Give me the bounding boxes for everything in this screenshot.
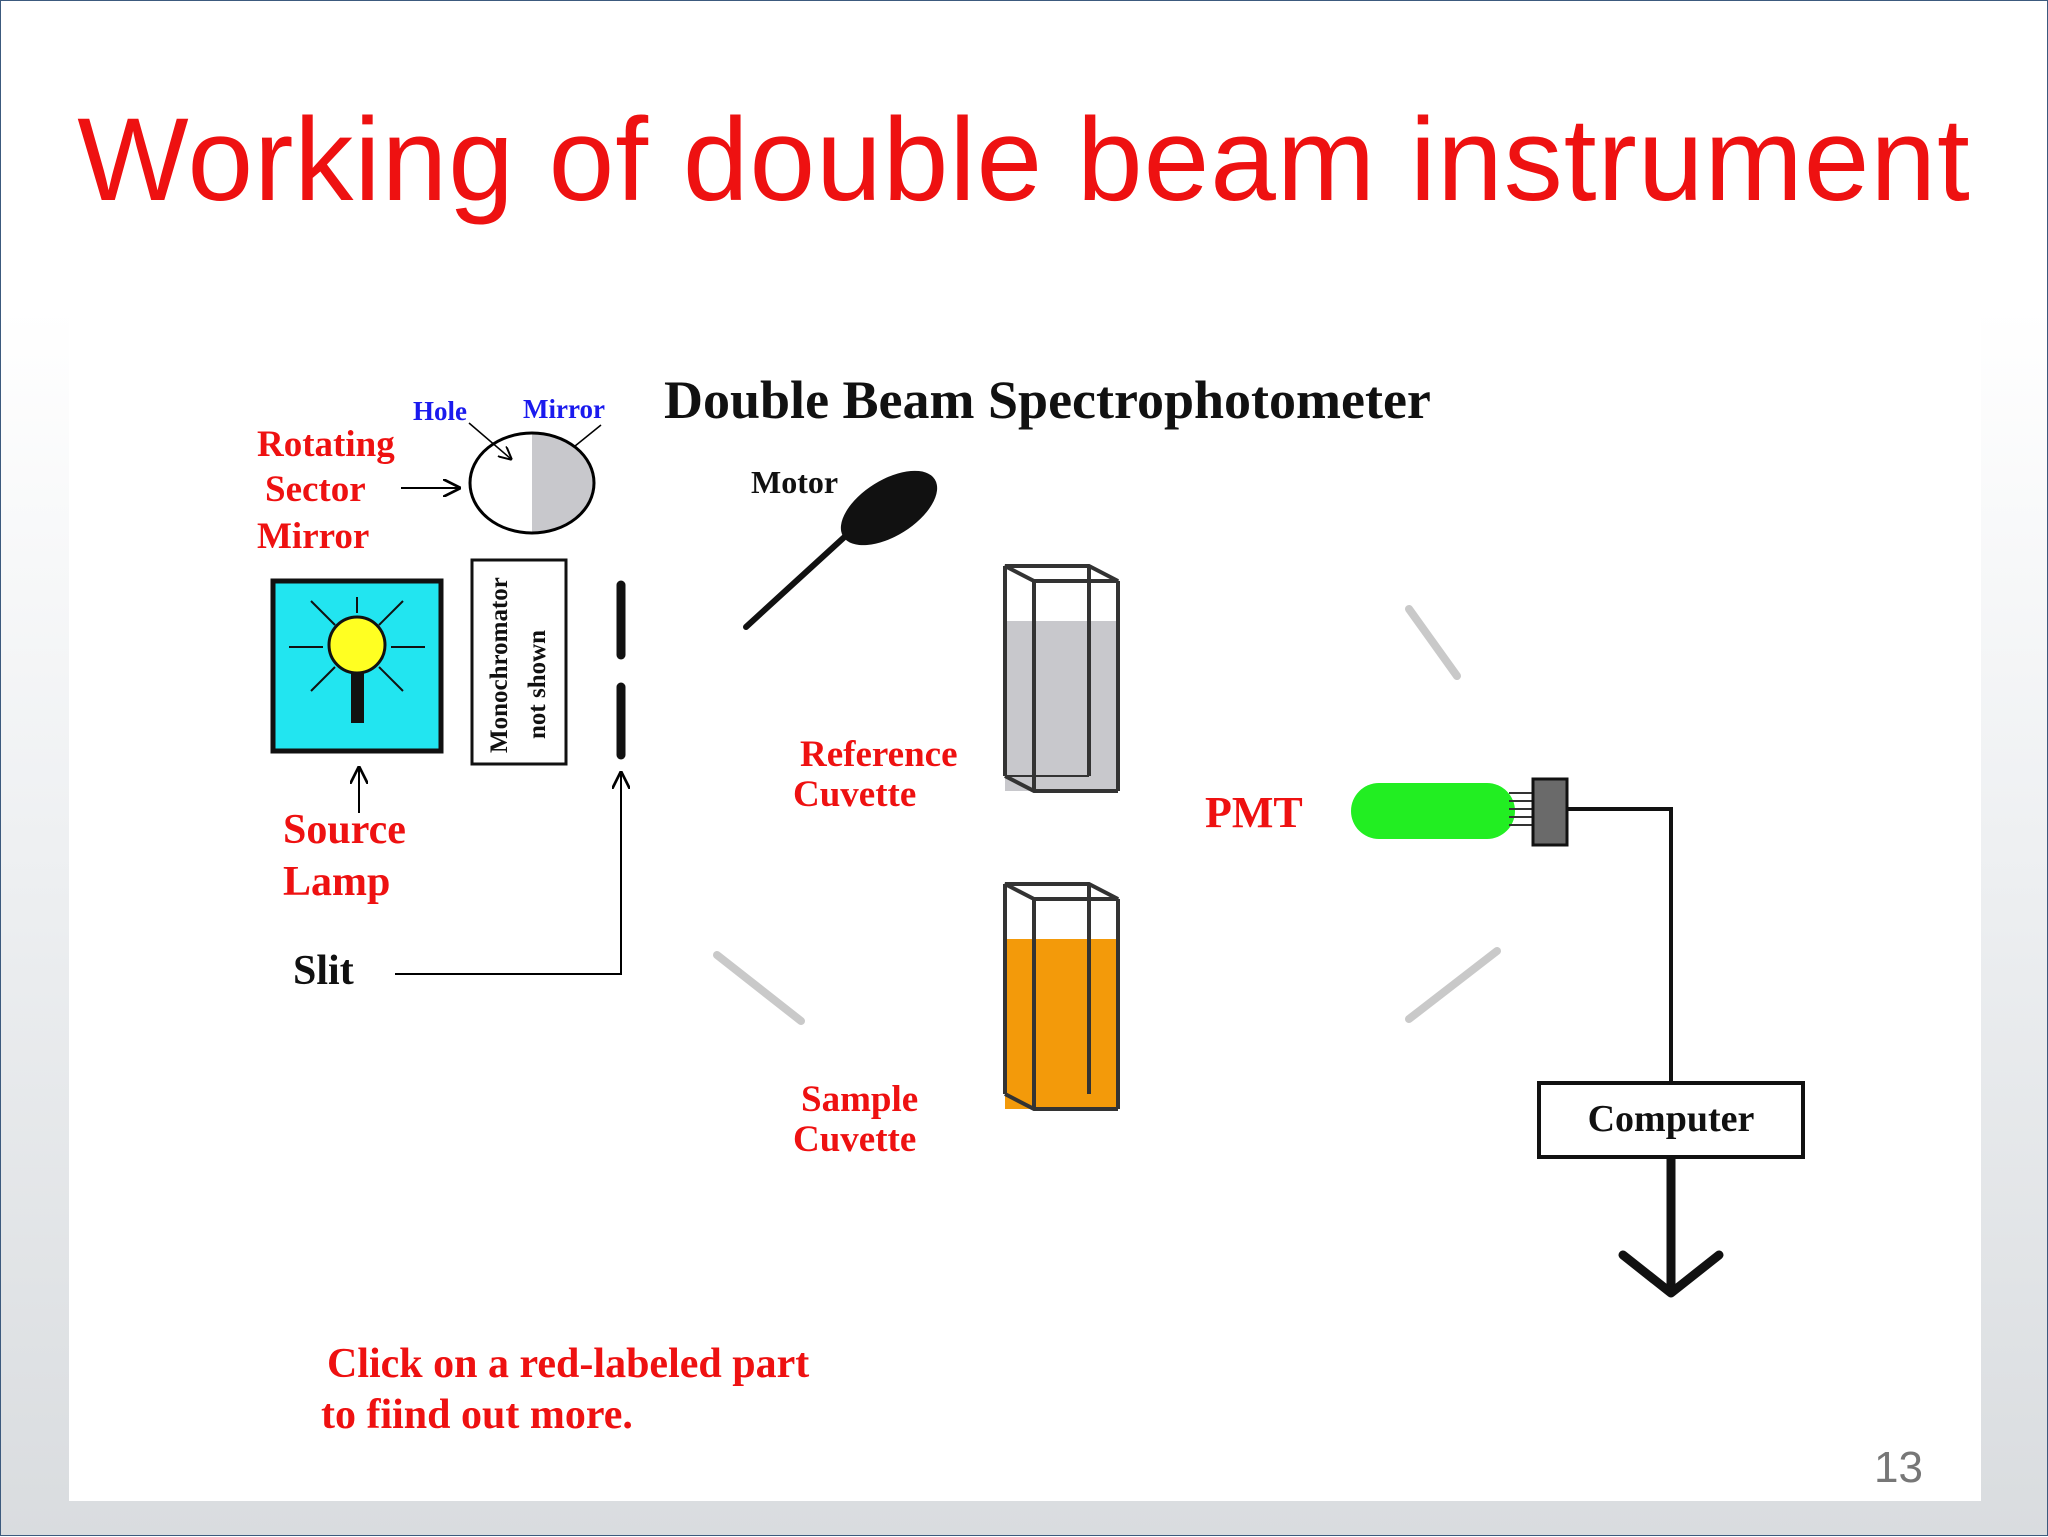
output-arrow-head bbox=[1618, 1250, 1724, 1298]
motor-label: Motor bbox=[751, 464, 838, 500]
source-lamp-label[interactable]: Source Lamp bbox=[283, 807, 406, 905]
reference-label-line1: Reference bbox=[800, 734, 958, 775]
source-lamp[interactable] bbox=[270, 578, 444, 754]
instruction-text: Click on a red-labeled part to fiind out… bbox=[321, 1341, 809, 1438]
signal-wire bbox=[1567, 807, 1673, 1083]
rotating-label-line1: Rotating bbox=[257, 424, 395, 465]
reference-cuvette[interactable] bbox=[1003, 564, 1120, 793]
slide-title: Working of double beam instrument bbox=[77, 94, 1971, 226]
sample-cuvette[interactable] bbox=[1003, 882, 1120, 1111]
pmt-label[interactable]: PMT bbox=[1205, 788, 1303, 837]
slit-pointer bbox=[395, 773, 621, 975]
pmt-detector[interactable] bbox=[1351, 777, 1569, 847]
page-number: 13 bbox=[1874, 1443, 1923, 1492]
slit-label: Slit bbox=[293, 948, 354, 994]
hole-pointer bbox=[468, 422, 511, 459]
monochromator-label-line2: not shown bbox=[524, 630, 551, 739]
monochromator-label-line1: Monochromator bbox=[486, 577, 513, 753]
rotating-sector-mirror-label[interactable]: Rotating Sector Mirror bbox=[257, 424, 395, 557]
computer-label: Computer bbox=[1588, 1098, 1755, 1140]
rotating-label-line3: Mirror bbox=[257, 516, 369, 557]
upper-right-mirror bbox=[1405, 605, 1461, 680]
lower-right-mirror bbox=[1405, 947, 1501, 1023]
lower-left-mirror bbox=[713, 951, 805, 1025]
instruction-line2: to fiind out more. bbox=[321, 1392, 633, 1438]
source-label-line1: Source bbox=[283, 807, 406, 853]
diagram-panel bbox=[69, 273, 1981, 1501]
instruction-line1: Click on a red-labeled part bbox=[327, 1341, 809, 1387]
sample-label-line1: Sample bbox=[801, 1079, 918, 1120]
reference-cuvette-label[interactable]: Reference Cuvette bbox=[793, 734, 958, 815]
reference-label-line2: Cuvette bbox=[793, 774, 916, 815]
rotating-label-line2: Sector bbox=[265, 469, 366, 510]
beam-mirrors bbox=[713, 605, 1501, 1025]
rotating-sector-mirror[interactable] bbox=[468, 431, 596, 535]
sample-label-line2: Cuvette bbox=[793, 1119, 916, 1160]
monochromator-box: Monochromator not shown bbox=[470, 558, 568, 766]
computer-box: Computer bbox=[1537, 1081, 1805, 1159]
diagram-heading: Double Beam Spectrophotometer bbox=[664, 370, 1431, 430]
hole-label: Hole bbox=[413, 396, 467, 426]
motor bbox=[743, 470, 938, 630]
source-label-line2: Lamp bbox=[283, 859, 390, 905]
mirror-label: Mirror bbox=[523, 394, 605, 424]
sample-cuvette-label[interactable]: Sample Cuvette bbox=[793, 1079, 918, 1160]
